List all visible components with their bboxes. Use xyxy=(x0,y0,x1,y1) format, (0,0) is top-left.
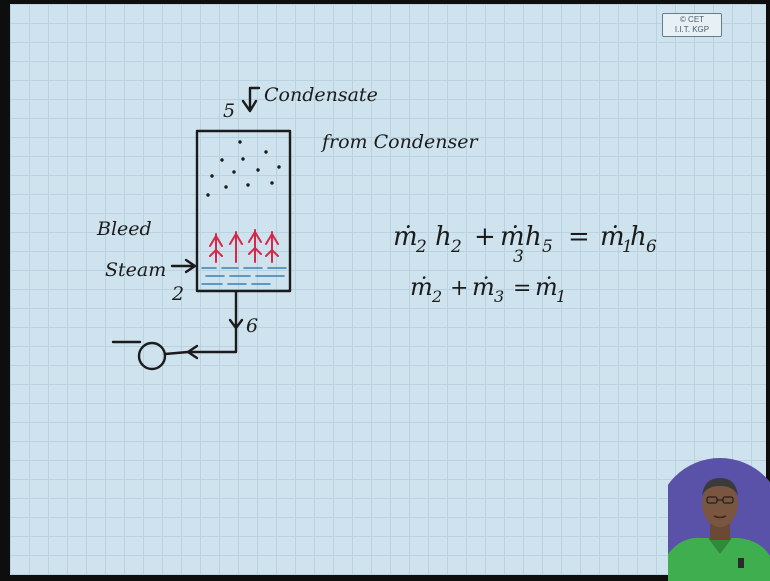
grid-board: © CET I.I.T. KGP xyxy=(10,4,766,575)
eq1-sub-1: 1 xyxy=(622,237,633,257)
eq1-sub-3: 3 xyxy=(513,247,524,267)
water-level xyxy=(201,267,287,285)
bleed-label: Bleed xyxy=(96,218,152,240)
eq1-hsub-6: 6 xyxy=(646,237,657,257)
eq1-sub-2: 2 xyxy=(415,237,427,257)
bleed-steam-arrow xyxy=(170,258,197,274)
eq2-mdot-3: ṁ xyxy=(472,273,495,301)
eq1-equals: = xyxy=(568,222,590,252)
badge-line-1: © CET xyxy=(679,15,705,24)
eq2-sub-1: 1 xyxy=(556,287,566,306)
eq1-mdot-1: ṁ xyxy=(600,222,625,252)
eq1-h-6: h xyxy=(630,222,647,252)
mass-balance-equation: ṁ 2 + ṁ 3 = ṁ 1 xyxy=(410,273,566,306)
cet-iit-kgp-badge: © CET I.I.T. KGP xyxy=(662,13,722,37)
eq1-plus: + xyxy=(474,222,496,252)
heater-vessel xyxy=(195,129,292,293)
condensate-inlet-arrow xyxy=(241,86,261,113)
outlet-line xyxy=(186,290,244,360)
eq2-sub-3: 3 xyxy=(494,287,504,306)
steam-label: Steam xyxy=(105,259,166,281)
eq2-mdot-2: ṁ xyxy=(410,273,433,301)
condensate-label: Condensate xyxy=(264,84,378,106)
eq1-mdot-3: ṁ xyxy=(500,222,525,252)
eq1-hsub-2: 2 xyxy=(450,237,462,257)
outlet-6-number: 6 xyxy=(246,315,258,337)
badge-line-2: I.I.T. KGP xyxy=(674,25,710,34)
eq2-plus: + xyxy=(450,276,468,301)
eq1-hsub-5: 5 xyxy=(542,237,553,257)
energy-balance-equation: ṁ 2 h 2 + ṁ 3 h 5 = ṁ 1 h 6 xyxy=(393,222,657,267)
spray-droplets xyxy=(206,140,281,197)
eq1-h-5: h xyxy=(525,222,542,252)
inlet-5-number: 5 xyxy=(223,100,235,122)
eq2-sub-2: 2 xyxy=(431,287,442,306)
eq2-equals: = xyxy=(513,276,531,301)
eq2-mdot-1: ṁ xyxy=(535,273,558,301)
presenter-video xyxy=(668,458,770,581)
inlet-2-number: 2 xyxy=(171,283,184,305)
pump-discharge-line xyxy=(163,350,190,356)
pump-symbol xyxy=(137,341,167,371)
eq1-h-2: h xyxy=(435,222,452,252)
eq1-mdot-2: ṁ xyxy=(393,222,418,252)
from-condenser-label: from Condenser xyxy=(320,131,479,153)
steam-bubbles xyxy=(209,229,279,263)
